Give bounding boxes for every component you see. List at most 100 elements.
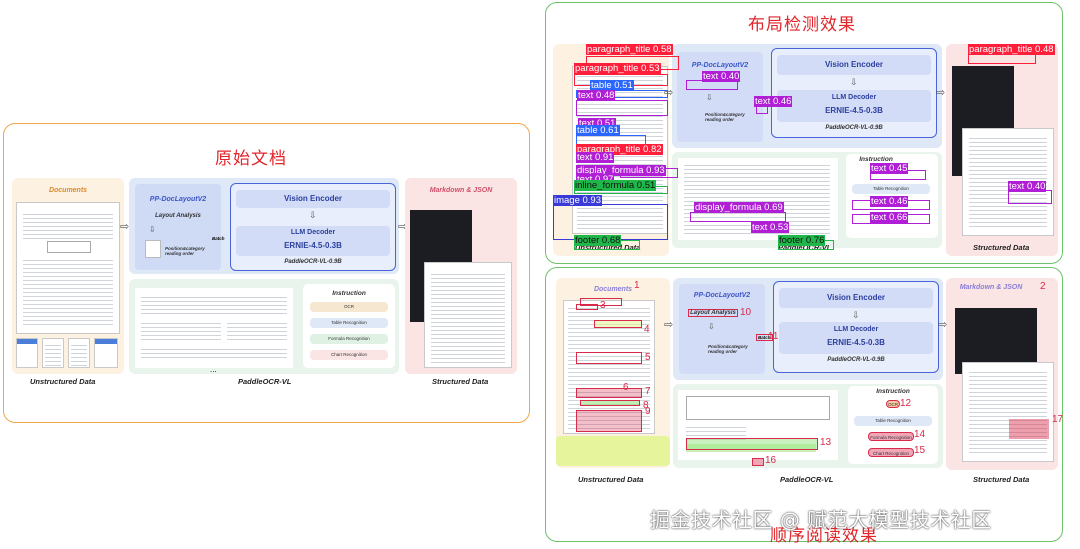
vision-encoder-block: Vision Encoder	[236, 190, 390, 208]
chart-recognition-pill: Chart Recognition	[310, 350, 388, 360]
order-number: 3	[600, 300, 606, 311]
layout-tag: text 0.46	[754, 96, 792, 107]
arrow-icon: ⇨	[936, 86, 945, 99]
layout-tag: text 0.40	[1008, 181, 1046, 192]
order-box	[576, 388, 642, 398]
layout-box	[1008, 190, 1052, 204]
layout-detection-title: 布局检测效果	[748, 10, 856, 35]
arrow-icon: ⇨	[120, 220, 129, 233]
layout-tag: table 0.61	[576, 125, 620, 136]
chart-recognition-pill: Chart Recognition	[868, 448, 914, 457]
order-number: 14	[914, 429, 925, 440]
document-thumb	[94, 338, 118, 368]
table-recognition-pill: Table Recognition	[852, 184, 930, 194]
paddleocr-vl-09b-label: PaddleOCR-VL-0.9B	[779, 357, 933, 363]
reading-order-icon	[145, 240, 161, 258]
ernie-label: ERNIE-4.5-0.3B	[236, 241, 390, 250]
order-number: 1	[634, 280, 640, 291]
down-arrow-icon: ⇩	[706, 93, 713, 102]
formula-recognition-pill: Formula Recognition	[868, 432, 914, 441]
order-box	[576, 352, 642, 364]
layout-tag: inline_formula 0.51	[574, 180, 656, 191]
paddleocr-vl-09b-label: PaddleOCR-VL-0.9B	[777, 125, 931, 131]
ernie-label: ERNIE-4.5-0.3B	[777, 106, 931, 115]
layout-tag: paragraph_title 0.53	[574, 63, 661, 74]
layout-tag: text 0.91	[576, 152, 614, 163]
layout-tag: paragraph_title 0.48	[968, 44, 1055, 55]
paddleocr-vl-09b-label: PaddleOCR-VL-0.9B	[236, 259, 390, 265]
ocr-pill: OCR	[886, 400, 900, 408]
down-arrow-icon: ⇩	[850, 77, 858, 88]
footer-thumbs	[556, 436, 670, 466]
documents-label: Documents	[12, 187, 124, 194]
layout-tag: footer 0.76	[778, 235, 825, 246]
paddleocr-vl-caption: PaddleOCR-VL	[238, 377, 291, 386]
layout-tag: text 0.45	[870, 163, 908, 174]
instruction-label: Instruction	[846, 156, 906, 163]
paddleocr-vl-caption: PaddleOCR-VL	[780, 475, 833, 484]
order-number: 11	[768, 331, 778, 342]
document-thumb	[16, 338, 38, 368]
order-number: 7	[645, 386, 651, 397]
order-box	[594, 320, 642, 328]
layout-tag: footer 0.68	[574, 235, 621, 246]
order-number: 10	[740, 307, 751, 318]
order-number: 4	[644, 324, 650, 335]
order-number: 12	[900, 398, 911, 409]
layout-tag: paragraph_title 0.58	[586, 44, 673, 55]
order-number: 9	[645, 406, 651, 417]
order-number: 16	[765, 455, 776, 466]
batch-label: Batch	[212, 236, 225, 241]
order-number: 2	[1040, 281, 1046, 292]
documents-label: Documents	[556, 286, 670, 293]
order-box	[576, 304, 598, 310]
layout-tag: display_formula 0.69	[694, 202, 784, 213]
order-number: 17	[1052, 414, 1063, 425]
llm-decoder-label: LLM Decoder	[779, 326, 933, 333]
position-reading-label: Position&category reading order	[708, 344, 758, 354]
layout-box	[690, 212, 786, 222]
document-thumb	[42, 338, 64, 368]
table-recognition-pill: Table Recognition	[310, 318, 388, 328]
instruction-label: Instruction	[848, 388, 938, 395]
layout-analysis-label: Layout Analysis	[135, 213, 221, 219]
structured-data-caption: Structured Data	[973, 243, 1029, 252]
markdown-page	[962, 362, 1054, 462]
layout-tag: text 0.48	[577, 90, 615, 101]
layout-box	[968, 54, 1036, 64]
example-table-card	[135, 288, 293, 368]
order-box	[752, 458, 764, 466]
instruction-label: Instruction	[303, 290, 395, 297]
order-number: 5	[645, 352, 651, 363]
formula-recognition-pill: Formula Recognition	[310, 334, 388, 344]
ellipsis-label: ...	[210, 365, 217, 374]
down-arrow-icon: ⇩	[309, 210, 317, 221]
down-arrow-icon: ⇩	[852, 310, 860, 321]
arrow-icon: ⇨	[664, 318, 673, 331]
ocr-pill: OCR	[310, 302, 388, 312]
pp-doclayout-label: PP-DocLayoutV2	[677, 62, 763, 69]
markdown-json-label: Markdown & JSON	[946, 284, 1036, 291]
layout-tag: image 0.93	[553, 195, 602, 206]
unstructured-data-caption: Unstructured Data	[30, 377, 95, 386]
original-document-title: 原始文档	[215, 144, 287, 169]
structured-data-caption: Structured Data	[973, 475, 1029, 484]
unstructured-data-caption: Unstructured Data	[578, 475, 643, 484]
document-page	[16, 202, 120, 334]
layout-tag: text 0.53	[751, 222, 789, 233]
arrow-icon: ⇨	[938, 318, 947, 331]
layout-tag: text 0.40	[702, 71, 740, 82]
position-reading-label: Position&category reading order	[705, 112, 755, 122]
layout-tag: text 0.46	[870, 196, 908, 207]
vision-encoder-block: Vision Encoder	[779, 288, 933, 308]
position-reading-label: Position&category reading order	[165, 246, 215, 256]
order-number: 15	[914, 445, 925, 456]
order-number: 13	[820, 437, 831, 448]
vision-encoder-block: Vision Encoder	[777, 55, 931, 75]
layout-box	[576, 100, 668, 116]
order-box	[686, 438, 818, 450]
down-arrow-icon: ⇩	[149, 225, 156, 234]
order-box	[576, 410, 642, 432]
document-thumb	[68, 338, 90, 368]
down-arrow-icon: ⇩	[708, 322, 715, 331]
